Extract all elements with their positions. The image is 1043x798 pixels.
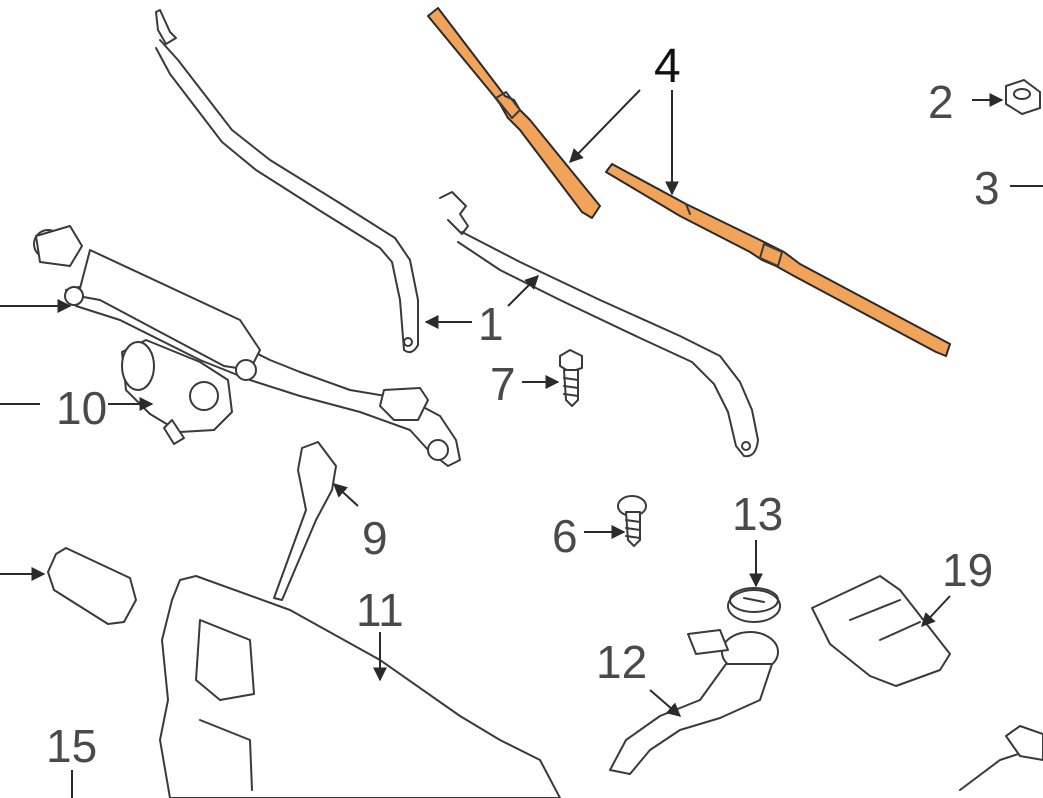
partial-part-15 (959, 725, 1043, 791)
callout-13: 13 (732, 488, 783, 540)
callout-4: 4 (654, 40, 681, 93)
leader-lines (0, 89, 1043, 798)
bracket[interactable] (273, 441, 337, 601)
callout-19: 19 (942, 544, 993, 596)
callout-labels: 1 2 3 4 6 7 9 10 11 12 13 15 19 (46, 40, 1000, 772)
wiper-arm-right[interactable] (439, 191, 759, 458)
filler-neck[interactable] (609, 629, 779, 775)
wiper-linkage[interactable] (33, 225, 461, 467)
callout-15: 15 (46, 720, 97, 772)
callout-1: 1 (478, 298, 504, 350)
callout-6: 6 (552, 510, 578, 562)
callout-9: 9 (362, 512, 388, 564)
callout-10: 10 (56, 382, 107, 434)
callout-3: 3 (974, 162, 1000, 214)
bracket-19[interactable] (811, 575, 951, 687)
callout-11: 11 (356, 584, 404, 636)
callout-2: 2 (928, 76, 954, 128)
bolt-6[interactable] (617, 495, 647, 547)
connector[interactable] (47, 547, 137, 625)
wiper-blade-long[interactable] (605, 163, 951, 357)
wiper-arm-left[interactable] (155, 9, 419, 354)
nut[interactable] (1005, 79, 1041, 115)
callout-7: 7 (490, 358, 516, 410)
callout-12: 12 (596, 636, 647, 688)
bolt-7[interactable] (559, 349, 583, 407)
reservoir-cap[interactable] (727, 587, 781, 623)
washer-reservoir[interactable] (159, 575, 561, 798)
wiper-blade-short[interactable] (427, 7, 601, 219)
